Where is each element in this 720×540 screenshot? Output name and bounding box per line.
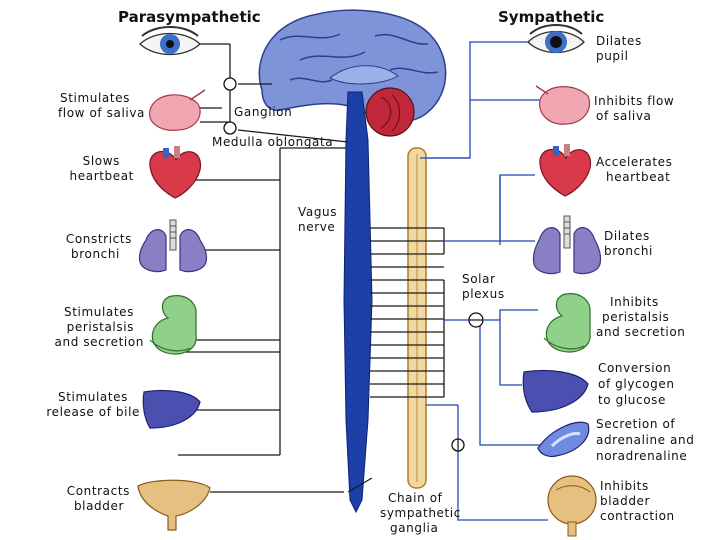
liver-icon [142,389,201,429]
solar-label-line-2: plexus [462,287,505,301]
heart-icon-right [539,144,592,197]
para-peristalsis-line-2: peristalsis [67,320,134,334]
para-peristalsis-line-1: Stimulates [64,305,134,319]
symp-heart-line-2: heartbeat [606,170,670,184]
symp-bronchi-line-1: Dilates [604,229,650,243]
vagus-label-line-1: Vagus [298,205,337,219]
eye-ganglion-node [223,77,237,91]
symp-pupil-line-2: pupil [596,49,629,63]
para-bile-line-1: Stimulates [58,390,128,404]
chain-label: Chain of sympathetic ganglia [380,491,461,535]
para-bronchi-line-2: bronchi [71,247,120,261]
symp-glycogen-line-2: of glycogen [598,377,675,391]
symp-bladder-line-3: contraction [600,509,675,523]
symp-glycogen-line-1: Conversion [598,361,671,375]
para-bladder-line-1: Contracts [67,484,130,498]
chain-label-line-2: sympathetic [380,506,461,520]
bladder-icon-right [547,475,597,537]
symp-peristalsis-line-3: and secretion [596,325,685,339]
symp-bronchi-line-2: bronchi [604,244,653,258]
symp-saliva-line-2: of saliva [596,109,652,123]
symp-heart-line-1: Accelerates [596,155,673,169]
symp-adrenaline-line-2: adrenaline and [596,433,694,447]
chain-connections [370,227,445,398]
lungs-icon-right [532,215,602,275]
adrenal-gland-icon [537,421,590,458]
lungs-icon [138,219,208,273]
stomach-icon-right [543,293,591,353]
cerebellum-illustration [365,87,415,137]
para-peristalsis-line-3: and secretion [55,335,144,349]
para-saliva-line-2: flow of saliva [58,106,145,120]
cerebellum-folds [380,94,400,132]
eye-icon-right [527,24,585,54]
symp-glycogen-line-3: to glucose [598,393,666,407]
para-heart-line-2: heartbeat [70,169,134,183]
symp-bladder-line-2: bladder [600,494,650,508]
symp-adrenaline-line-1: Secretion of [596,417,675,431]
chain-label-line-3: ganglia [390,521,438,535]
symp-peristalsis-line-2: peristalsis [602,310,669,324]
ganglion-label: Ganglion [234,105,292,119]
parasympathetic-pathways [178,43,373,493]
para-bronchi-line-1: Constricts [66,232,132,246]
saliva-ganglion-node [223,121,237,135]
stomach-icon [149,295,197,355]
sympathetic-header: Sympathetic [498,8,604,26]
salivary-gland-icon-right [535,85,591,125]
eye-icon [139,26,201,56]
para-saliva-line-1: Stimulates [60,91,130,105]
symp-bladder-line-1: Inhibits [600,479,649,493]
chain-label-line-1: Chain of [388,491,443,505]
symp-pupil-line-1: Dilates [596,34,642,48]
symp-saliva-line-1: Inhibits flow [594,94,674,108]
para-bladder-line-2: bladder [74,499,124,513]
sympathetic-pathways [420,41,582,521]
parasympathetic-header: Parasympathetic [118,8,261,26]
solar-label-line-1: Solar [462,272,496,286]
sympathetic-effect-labels: Dilates pupil Inhibits flow of saliva Ac… [594,34,694,523]
symp-adrenaline-line-3: noradrenaline [596,449,687,463]
medulla-label: Medulla oblongata [212,135,333,149]
vagus-nerve-label: Vagus nerve [298,205,337,234]
para-bile-line-2: release of bile [46,405,140,419]
solar-plexus-label: Solar plexus [462,272,505,301]
parasympathetic-effect-labels: Stimulates flow of saliva Slows heartbea… [46,91,145,513]
bladder-icon [137,479,211,531]
heart-icon [149,146,202,199]
symp-peristalsis-line-1: Inhibits [610,295,659,309]
spinal-cord [343,91,373,514]
liver-icon-right [522,369,589,413]
vagus-label-line-2: nerve [298,220,335,234]
salivary-gland-icon [149,89,206,131]
para-heart-line-1: Slows [83,154,120,168]
